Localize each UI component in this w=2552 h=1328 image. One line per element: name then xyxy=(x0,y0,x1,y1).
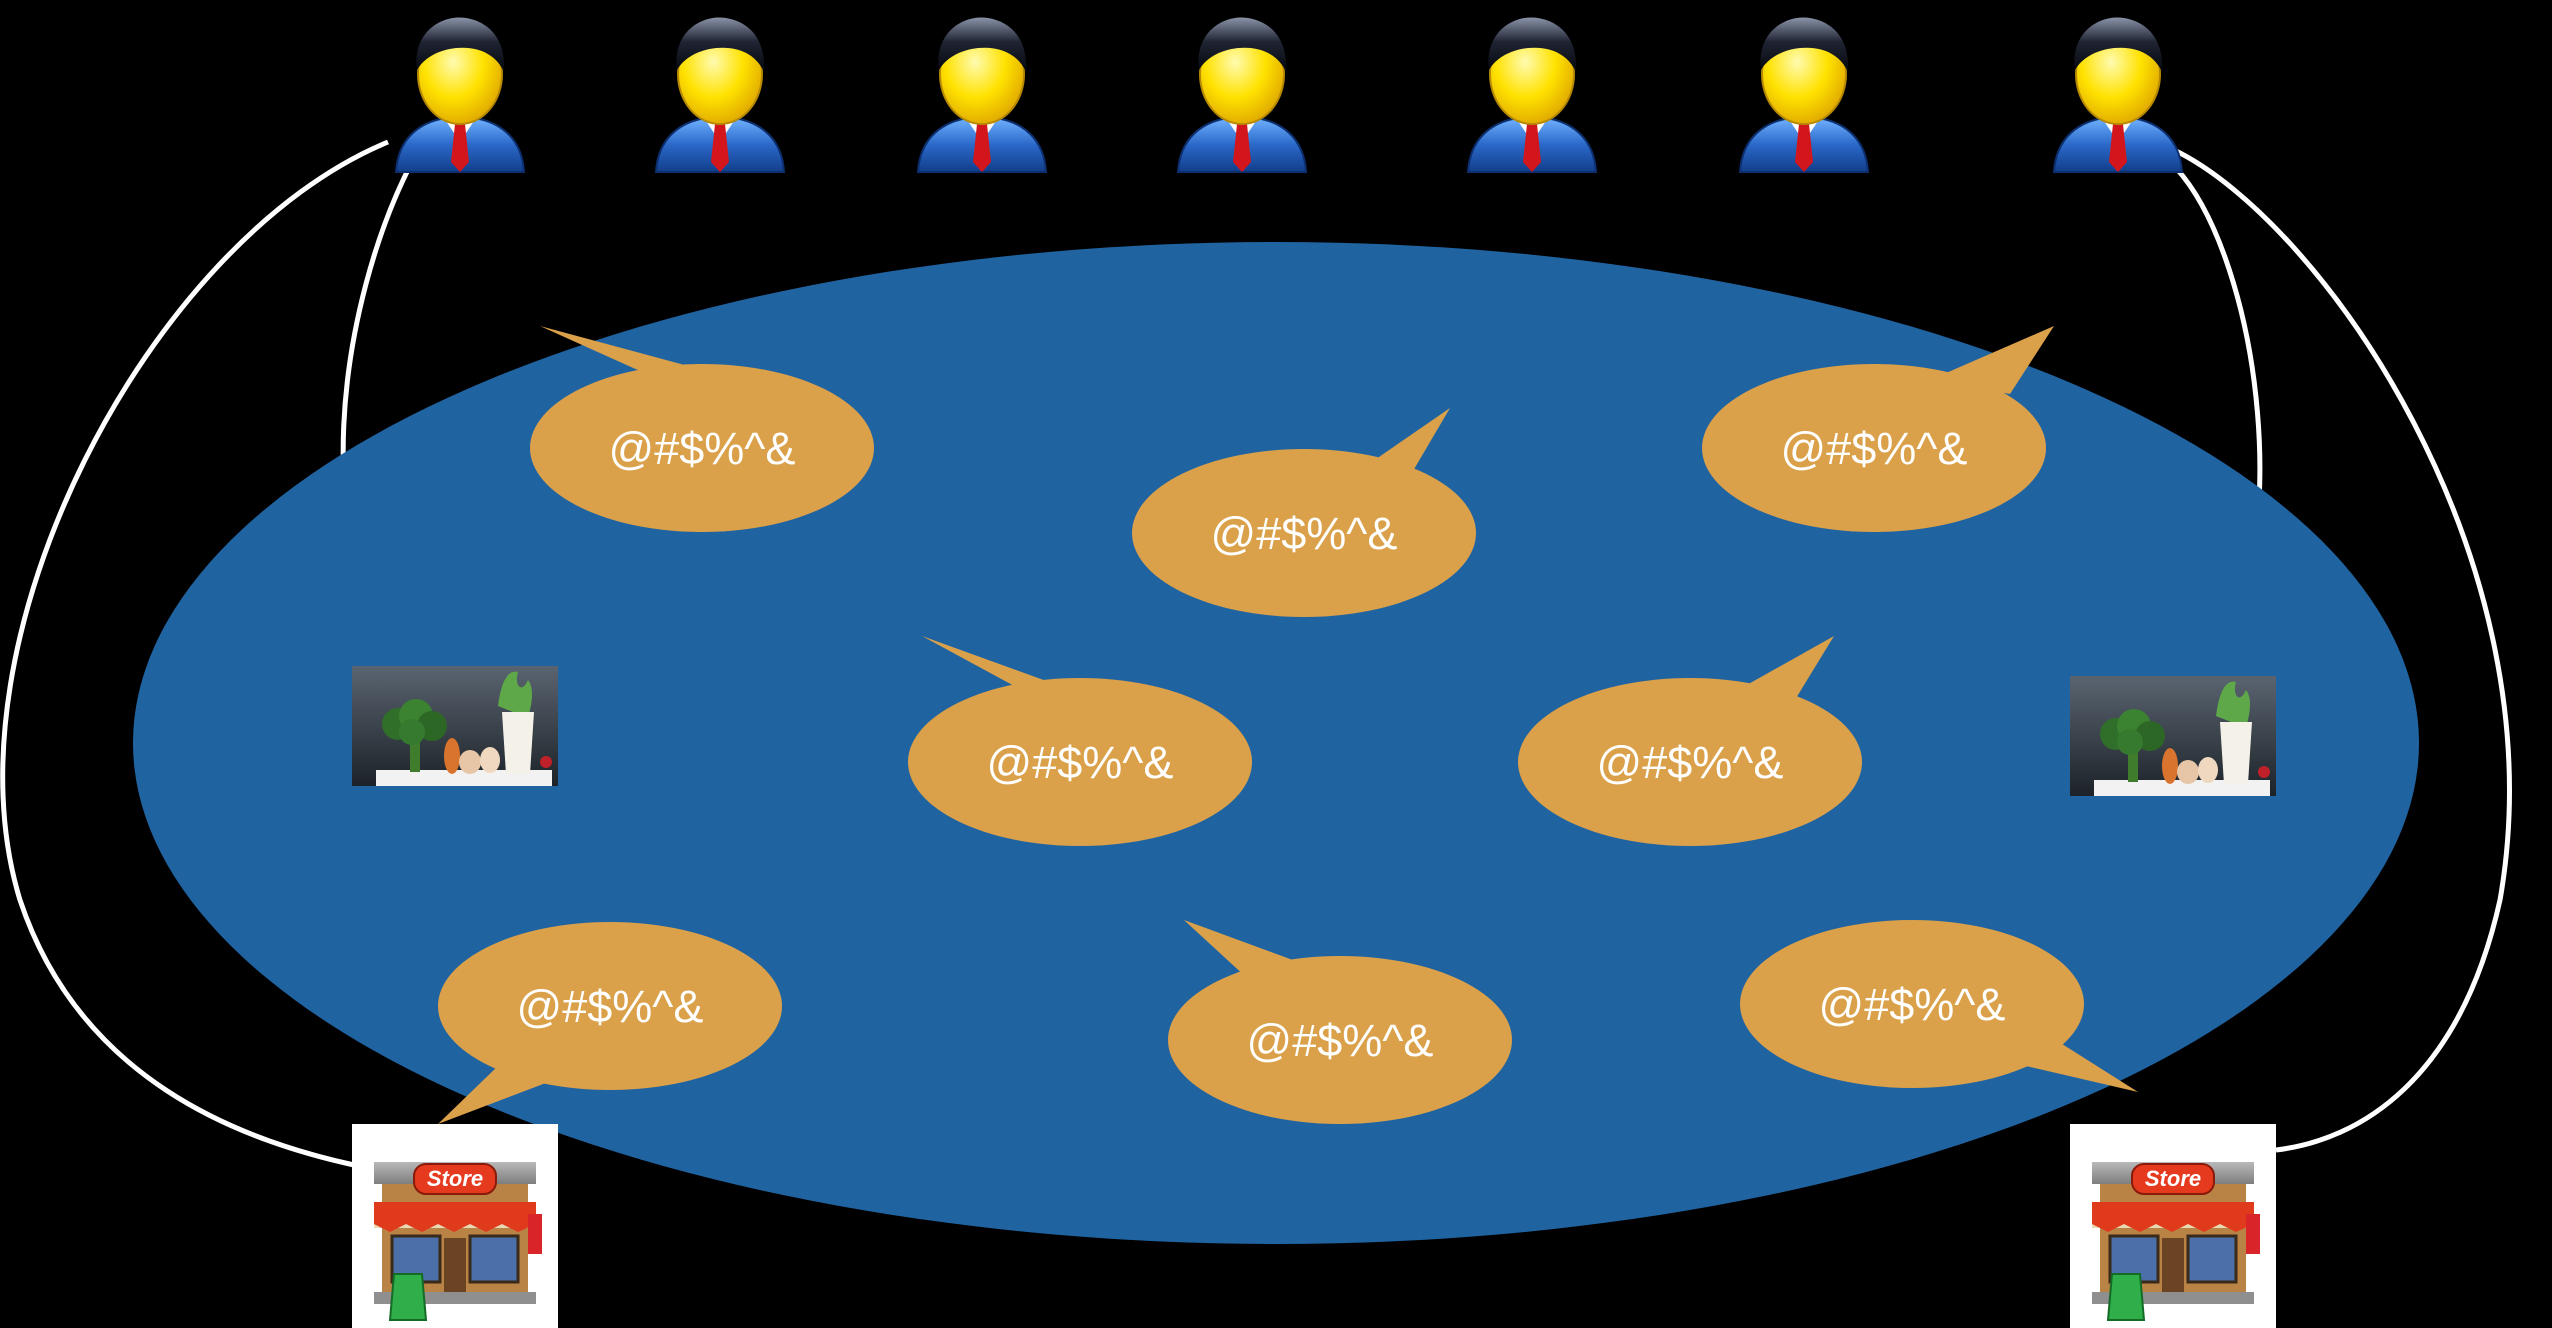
speech-bubble: @#$%^& xyxy=(1518,636,1862,846)
speech-bubble: @#$%^& xyxy=(530,326,874,532)
speech-bubble-text: @#$%^& xyxy=(609,423,796,474)
speech-bubble: @#$%^& xyxy=(1740,920,2138,1092)
speech-bubble: @#$%^& xyxy=(1132,408,1476,617)
speech-bubble-text: @#$%^& xyxy=(1247,1015,1434,1066)
speech-bubble-body xyxy=(1518,678,1862,846)
speech-bubble-body xyxy=(1132,449,1476,617)
businessman-icon xyxy=(1467,16,1597,173)
speech-bubble-text: @#$%^& xyxy=(517,981,704,1032)
speech-bubble-body xyxy=(1702,364,2046,532)
speech-bubble-text: @#$%^& xyxy=(1597,737,1784,788)
speech-bubble: @#$%^& xyxy=(908,636,1252,846)
businessman-icon xyxy=(655,16,785,173)
speech-bubble-text: @#$%^& xyxy=(1211,508,1398,559)
businessman-icon xyxy=(1739,16,1869,173)
vegetables-photo-icon xyxy=(352,666,558,786)
speech-bubble-text: @#$%^& xyxy=(1819,979,2006,1030)
vegetables-photo-icon xyxy=(2070,676,2276,796)
speech-bubble: @#$%^& xyxy=(1168,920,1512,1124)
speech-bubble: @#$%^& xyxy=(438,922,782,1124)
connector-line xyxy=(2172,147,2512,1153)
speech-bubble-body xyxy=(530,364,874,532)
businessman-icon xyxy=(917,16,1047,173)
speech-bubble-text: @#$%^& xyxy=(987,737,1174,788)
businessman-icon xyxy=(395,16,525,173)
businessman-icon xyxy=(2053,16,2183,173)
connector-line xyxy=(0,139,389,1168)
speech-bubble-text: @#$%^& xyxy=(1781,423,1968,474)
store-sign-label: Store xyxy=(2145,1166,2201,1191)
store-icon: Store xyxy=(350,1122,560,1328)
speech-bubble-body xyxy=(908,678,1252,846)
businessman-icon xyxy=(1177,16,1307,173)
speech-bubble-body xyxy=(1168,956,1512,1124)
store-sign-label: Store xyxy=(427,1166,483,1191)
store-icon: Store xyxy=(2068,1122,2278,1328)
speech-bubble: @#$%^& xyxy=(1702,326,2054,532)
speech-bubble-body xyxy=(1740,920,2084,1088)
speech-bubble-body xyxy=(438,922,782,1090)
